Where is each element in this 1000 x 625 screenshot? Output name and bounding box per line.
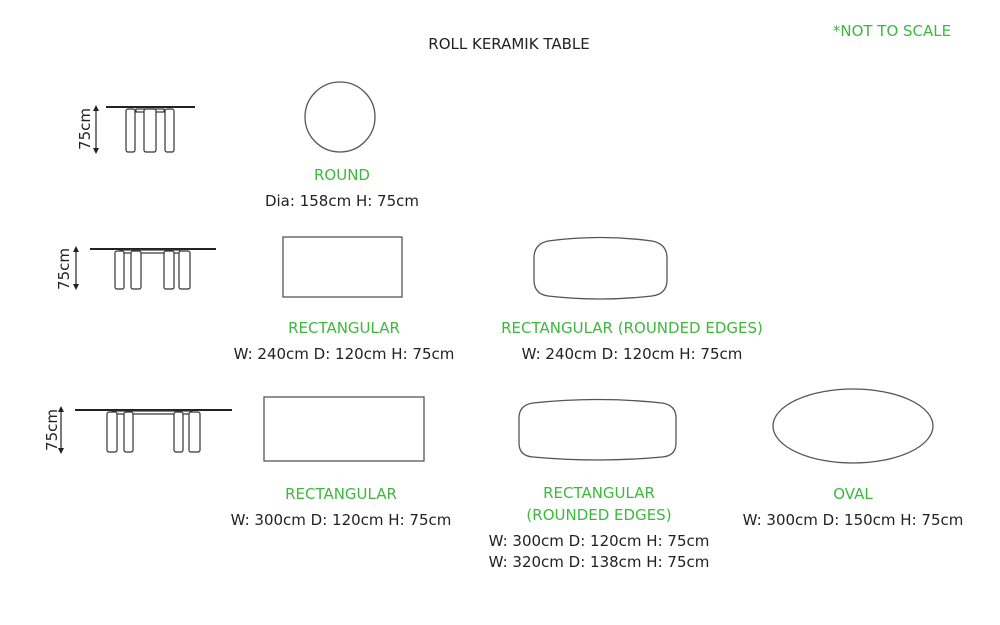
rounded-rect-300-shape	[518, 398, 677, 461]
table-name: RECTANGULAR (ROUNDED EDGES)	[501, 319, 763, 337]
round-table-shape	[304, 81, 376, 153]
table-name: RECTANGULAR	[285, 485, 397, 503]
height-label: 75cm	[43, 409, 61, 451]
table-name: RECTANGULAR	[543, 484, 655, 502]
table-dims: Dia: 158cm H: 75cm	[265, 192, 419, 210]
table-dims: W: 240cm D: 120cm H: 75cm	[522, 345, 743, 363]
not-to-scale-note: *NOT TO SCALE	[833, 22, 951, 40]
table-name: ROUND	[314, 166, 370, 184]
height-arrow-icon	[58, 406, 64, 454]
rounded-rect-240-shape	[533, 236, 668, 300]
rectangular-240-shape	[282, 236, 403, 298]
side-view-round: 75cm	[76, 105, 195, 154]
table-dims: W: 300cm D: 150cm H: 75cm	[743, 511, 964, 529]
height-label: 75cm	[76, 108, 94, 150]
oval-table-shape	[772, 388, 934, 464]
table-dims: W: 320cm D: 138cm H: 75cm	[489, 553, 710, 571]
rectangular-300-shape	[263, 396, 425, 462]
side-view-240: 75cm	[55, 246, 216, 290]
table-dims: W: 300cm D: 120cm H: 75cm	[489, 532, 710, 550]
diagram-title: ROLL KERAMIK TABLE	[428, 35, 589, 53]
side-view-300: 75cm	[43, 406, 232, 454]
table-dims: W: 300cm D: 120cm H: 75cm	[231, 511, 452, 529]
table-name: OVAL	[833, 485, 873, 503]
height-label: 75cm	[55, 248, 73, 290]
table-dims: W: 240cm D: 120cm H: 75cm	[234, 345, 455, 363]
table-name: RECTANGULAR	[288, 319, 400, 337]
height-arrow-icon	[73, 246, 79, 290]
height-arrow-icon	[93, 105, 99, 154]
table-name: (ROUNDED EDGES)	[526, 506, 671, 524]
